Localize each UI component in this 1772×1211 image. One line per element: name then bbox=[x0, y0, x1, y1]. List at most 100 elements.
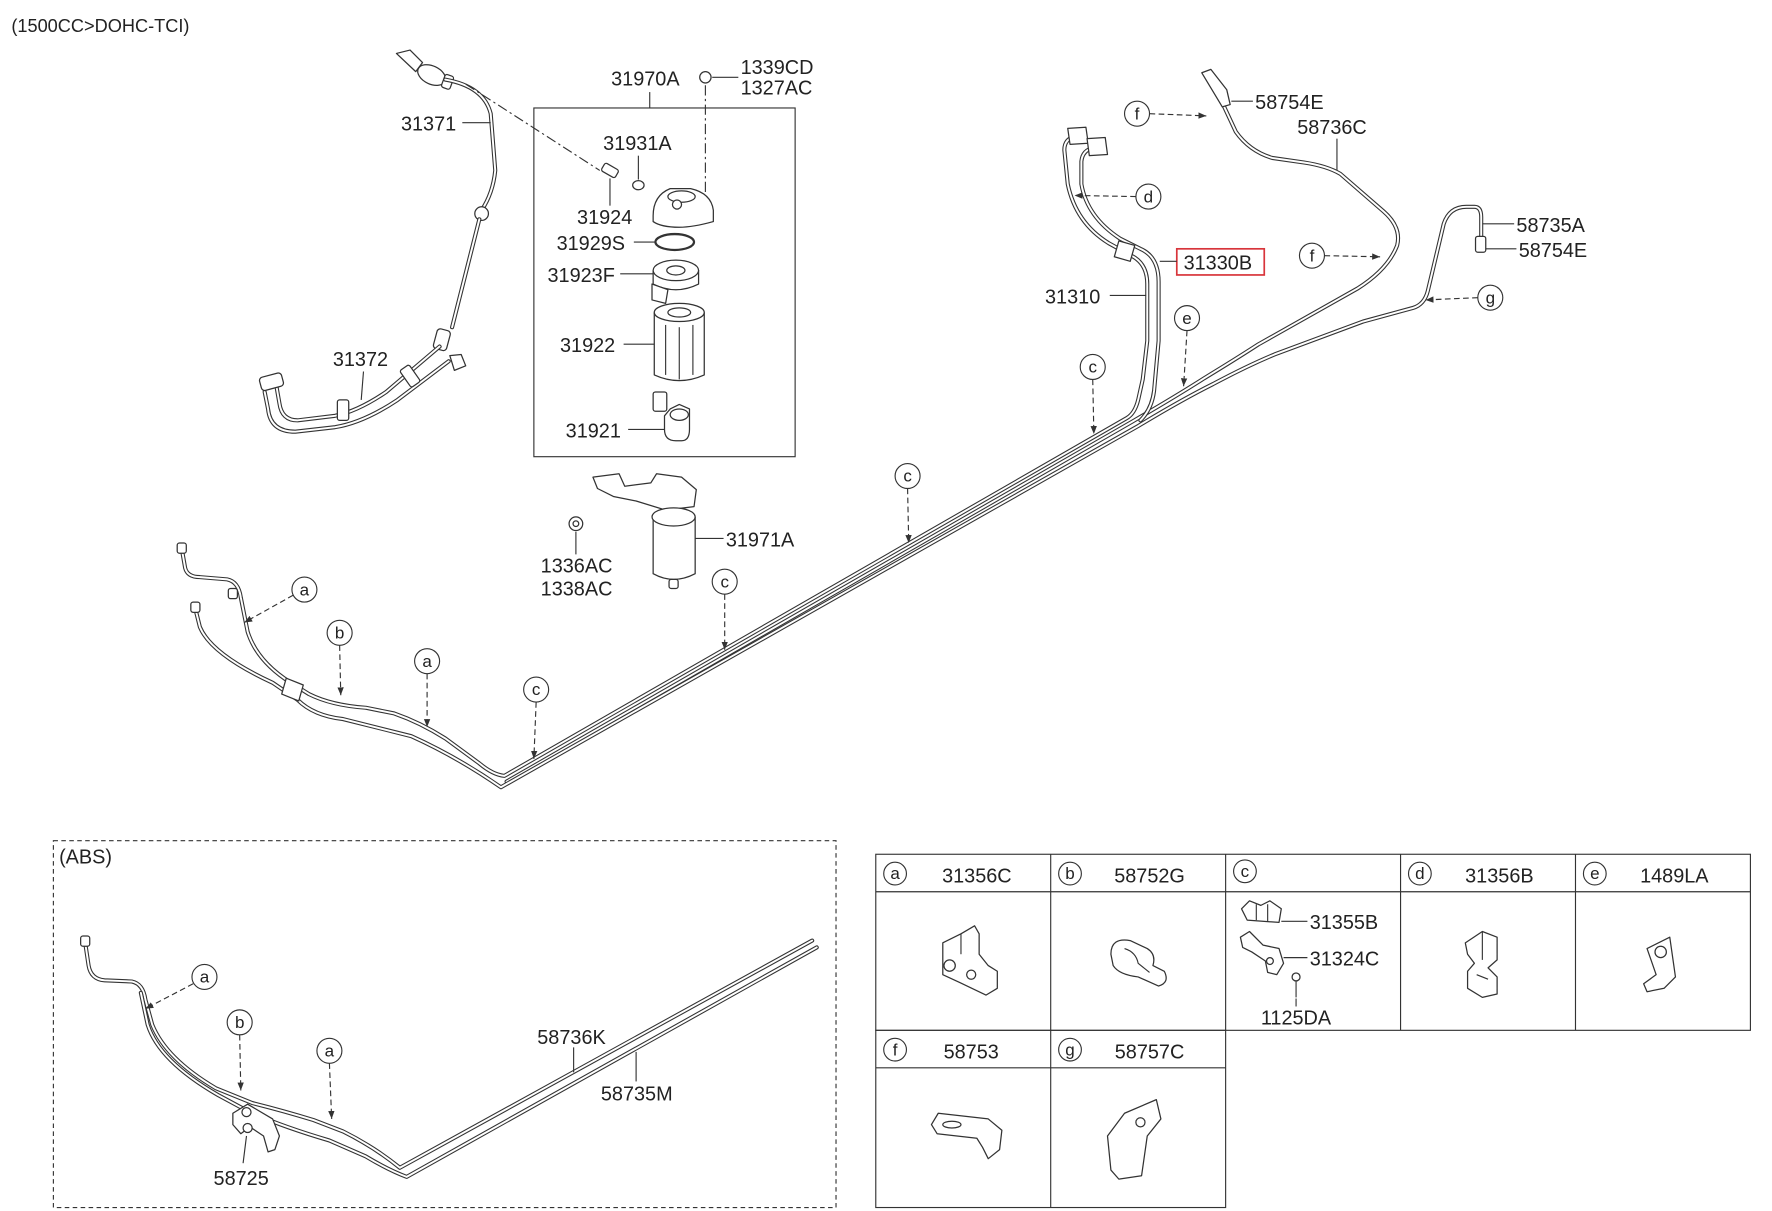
abs-section-title: (ABS) bbox=[59, 846, 112, 868]
ref-arrow bbox=[337, 645, 344, 696]
part-number-callout[interactable]: 58754E bbox=[1519, 240, 1587, 262]
part-number-callout[interactable]: 58736K bbox=[537, 1027, 606, 1049]
tube-fittings bbox=[176, 68, 1487, 702]
ref-arrow bbox=[1090, 379, 1097, 434]
legend-part-number[interactable]: 31356C bbox=[942, 866, 1012, 888]
part-callouts: 31970A 1339CD 1327AC 31371 31931A 31924 … bbox=[333, 57, 1587, 600]
part-number-callout[interactable]: 58736C bbox=[1297, 117, 1367, 139]
part-number-callout[interactable]: 58725 bbox=[214, 1168, 269, 1190]
legend-ref-e: e bbox=[1582, 861, 1607, 886]
o-ring-drawing bbox=[654, 232, 696, 252]
tube-end-fitting bbox=[176, 542, 187, 554]
ref-letter: f bbox=[893, 1040, 898, 1059]
part-number-callout[interactable]: 31929S bbox=[557, 233, 625, 255]
clip-58757C-drawing bbox=[1106, 1098, 1162, 1180]
ref-letter: b bbox=[235, 1013, 244, 1032]
ref-letter: f bbox=[1310, 246, 1315, 265]
legend-ref-d: d bbox=[1407, 861, 1432, 886]
part-number-callout[interactable]: 31922 bbox=[560, 335, 615, 357]
clamp-31356C-drawing bbox=[942, 925, 998, 996]
legend-part-number[interactable]: 58757C bbox=[1115, 1042, 1185, 1064]
ref-circle-a: a bbox=[191, 963, 218, 991]
part-number-callout[interactable]: 1336AC bbox=[541, 556, 613, 578]
part-number-callout[interactable]: 58735A bbox=[1516, 215, 1585, 237]
ref-circle-a: a bbox=[291, 576, 318, 603]
legend-ref-f: f bbox=[883, 1037, 908, 1062]
legend-part-number[interactable]: 31355B bbox=[1310, 912, 1378, 934]
hose-fitting bbox=[432, 328, 451, 352]
ref-letter: g bbox=[1486, 288, 1495, 307]
filter-cartridge-hole bbox=[667, 307, 692, 318]
ref-circle-e: e bbox=[1173, 305, 1201, 332]
part-number-callout[interactable]: 31372 bbox=[333, 349, 388, 371]
ref-circle-f: f bbox=[1298, 242, 1326, 269]
clip-legend-table: a 31356C b 58752G c 31 bbox=[875, 853, 1751, 1209]
part-number-callout[interactable]: 31310 bbox=[1045, 286, 1100, 308]
ref-circle-d: d bbox=[1135, 183, 1162, 210]
legend-part-number[interactable]: 31356B bbox=[1465, 866, 1533, 888]
ref-letter: b bbox=[1065, 864, 1074, 883]
ref-letter: a bbox=[422, 652, 432, 671]
filter-cover-tab bbox=[651, 283, 669, 304]
ref-arrow bbox=[1425, 296, 1478, 303]
filter-drain bbox=[668, 578, 679, 590]
legend-part-number[interactable]: 58752G bbox=[1114, 866, 1185, 888]
ref-letter: c bbox=[903, 467, 912, 486]
part-number-callout[interactable]: 1327AC bbox=[741, 77, 813, 99]
clamp-hole bbox=[241, 1106, 252, 1118]
filter-cover-inner bbox=[666, 265, 686, 276]
tube-clip-right bbox=[1474, 235, 1487, 253]
filter-housing-top bbox=[651, 507, 696, 527]
ref-circle-f: f bbox=[1123, 100, 1151, 127]
legend-part-number[interactable]: 1125DA bbox=[1261, 1008, 1332, 1030]
part-number-callout[interactable]: 31931A bbox=[603, 133, 672, 155]
legend-ref-g: g bbox=[1058, 1037, 1082, 1062]
clip-58753-drawing bbox=[930, 1112, 1003, 1160]
ref-letter: g bbox=[1065, 1040, 1074, 1059]
ref-letter: f bbox=[1135, 104, 1140, 123]
ref-arrow bbox=[1074, 192, 1136, 199]
clip-31355B-drawing bbox=[1240, 900, 1282, 924]
tube-clip-top bbox=[1201, 68, 1231, 108]
part-number-callout[interactable]: 31371 bbox=[401, 114, 456, 136]
ref-arrow bbox=[905, 488, 912, 544]
part-number-callout[interactable]: 1339CD bbox=[741, 57, 814, 79]
ref-arrow bbox=[1324, 253, 1381, 260]
ref-letter: c bbox=[1241, 862, 1250, 881]
part-number-callout[interactable]: 31970A bbox=[611, 68, 680, 90]
screw-1125DA-drawing bbox=[1291, 972, 1301, 1007]
legend-part-number[interactable]: 1489LA bbox=[1640, 866, 1709, 888]
part-number-callout[interactable]: 31923F bbox=[548, 265, 615, 287]
ref-circle-c: c bbox=[711, 568, 738, 595]
part-number-callout[interactable]: 31921 bbox=[566, 420, 621, 442]
hose-section-inner bbox=[451, 218, 481, 329]
assembly-guide-line bbox=[465, 83, 601, 171]
hose-31371-inner bbox=[444, 78, 497, 212]
hose-clip bbox=[336, 399, 350, 421]
part-number-callout[interactable]: 58735M bbox=[601, 1084, 673, 1106]
part-number-callout[interactable]: 31971A bbox=[726, 529, 795, 551]
part-number-callout-selected[interactable]: 31330B bbox=[1184, 252, 1252, 274]
part-number-callout[interactable]: 31924 bbox=[577, 207, 632, 229]
ref-circle-g: g bbox=[1477, 284, 1504, 311]
filter-head-cap bbox=[671, 199, 683, 210]
ref-arrow bbox=[1149, 112, 1207, 119]
ref-arrow bbox=[328, 1063, 335, 1119]
leader-line bbox=[360, 371, 365, 400]
ref-arrow bbox=[243, 594, 294, 624]
legend-part-number[interactable]: 58753 bbox=[944, 1042, 999, 1064]
tube-end-fitting bbox=[80, 935, 91, 947]
legend-part-number[interactable]: 31324C bbox=[1310, 949, 1380, 971]
filter-assembly-frame bbox=[533, 107, 796, 458]
hose-clamp bbox=[474, 206, 490, 222]
filter-head-top bbox=[667, 190, 696, 203]
brake-tube-58735A-outline bbox=[195, 207, 1481, 787]
ref-letter: a bbox=[200, 968, 210, 987]
clip-58752G-drawing bbox=[1110, 939, 1167, 987]
legend-row-1-frame bbox=[875, 853, 1751, 1031]
part-number-callout[interactable]: 58754E bbox=[1255, 92, 1323, 114]
fuel-tube-bundle bbox=[182, 82, 1481, 787]
part-number-callout[interactable]: 1338AC bbox=[541, 578, 613, 600]
ref-circle-a: a bbox=[414, 648, 441, 675]
